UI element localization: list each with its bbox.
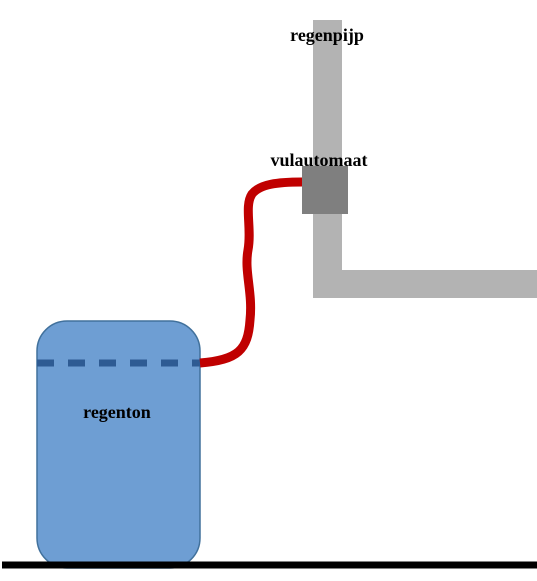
fill-valve: [302, 166, 348, 214]
fill-valve-label: vulautomaat: [270, 150, 367, 170]
downpipe-horizontal: [313, 270, 537, 298]
downpipe-vertical: [313, 20, 342, 298]
rain-barrel: [36, 320, 201, 569]
barrel-label: regenton: [83, 402, 151, 422]
downpipe: [313, 20, 537, 298]
downpipe-label: regenpijp: [290, 25, 364, 45]
connecting-hose: [199, 177, 303, 368]
